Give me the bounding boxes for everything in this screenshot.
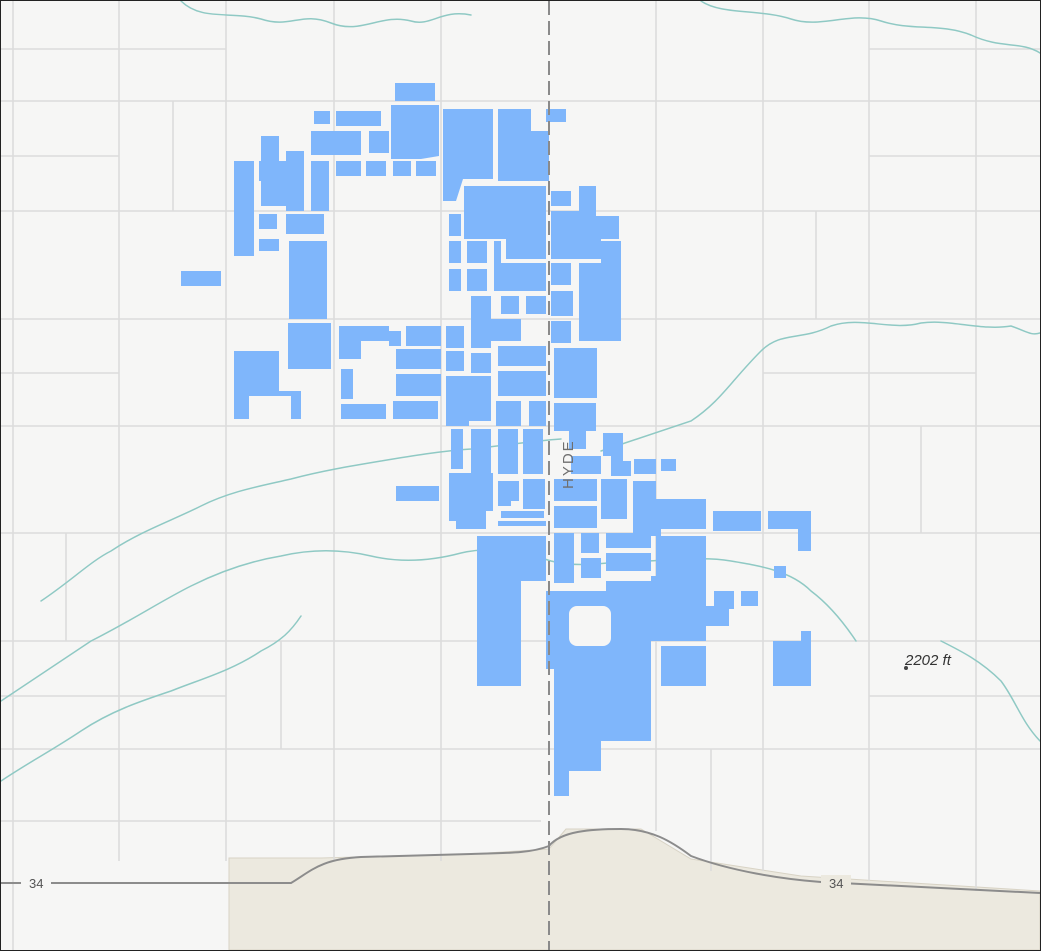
highway-shield-east bbox=[821, 875, 851, 891]
elevation-label: 2202 ft bbox=[904, 652, 952, 669]
creek-east-2 bbox=[940, 640, 1040, 742]
elevation-point-icon bbox=[904, 666, 908, 670]
county-label: HYDE bbox=[560, 439, 577, 489]
creek-southwest bbox=[1, 615, 302, 782]
highway-34 bbox=[1, 827, 1040, 894]
creek-south bbox=[1, 549, 857, 702]
creek-east bbox=[600, 321, 1040, 452]
parcel-inholding bbox=[569, 606, 611, 646]
creek-north bbox=[180, 1, 472, 28]
creek-central bbox=[40, 438, 562, 602]
highway-shield-west bbox=[21, 875, 51, 891]
streams bbox=[1, 1, 1040, 782]
highway-label-west: 34 bbox=[29, 876, 43, 891]
highway-label-east: 34 bbox=[829, 876, 843, 891]
creek-northeast bbox=[700, 1, 1040, 54]
